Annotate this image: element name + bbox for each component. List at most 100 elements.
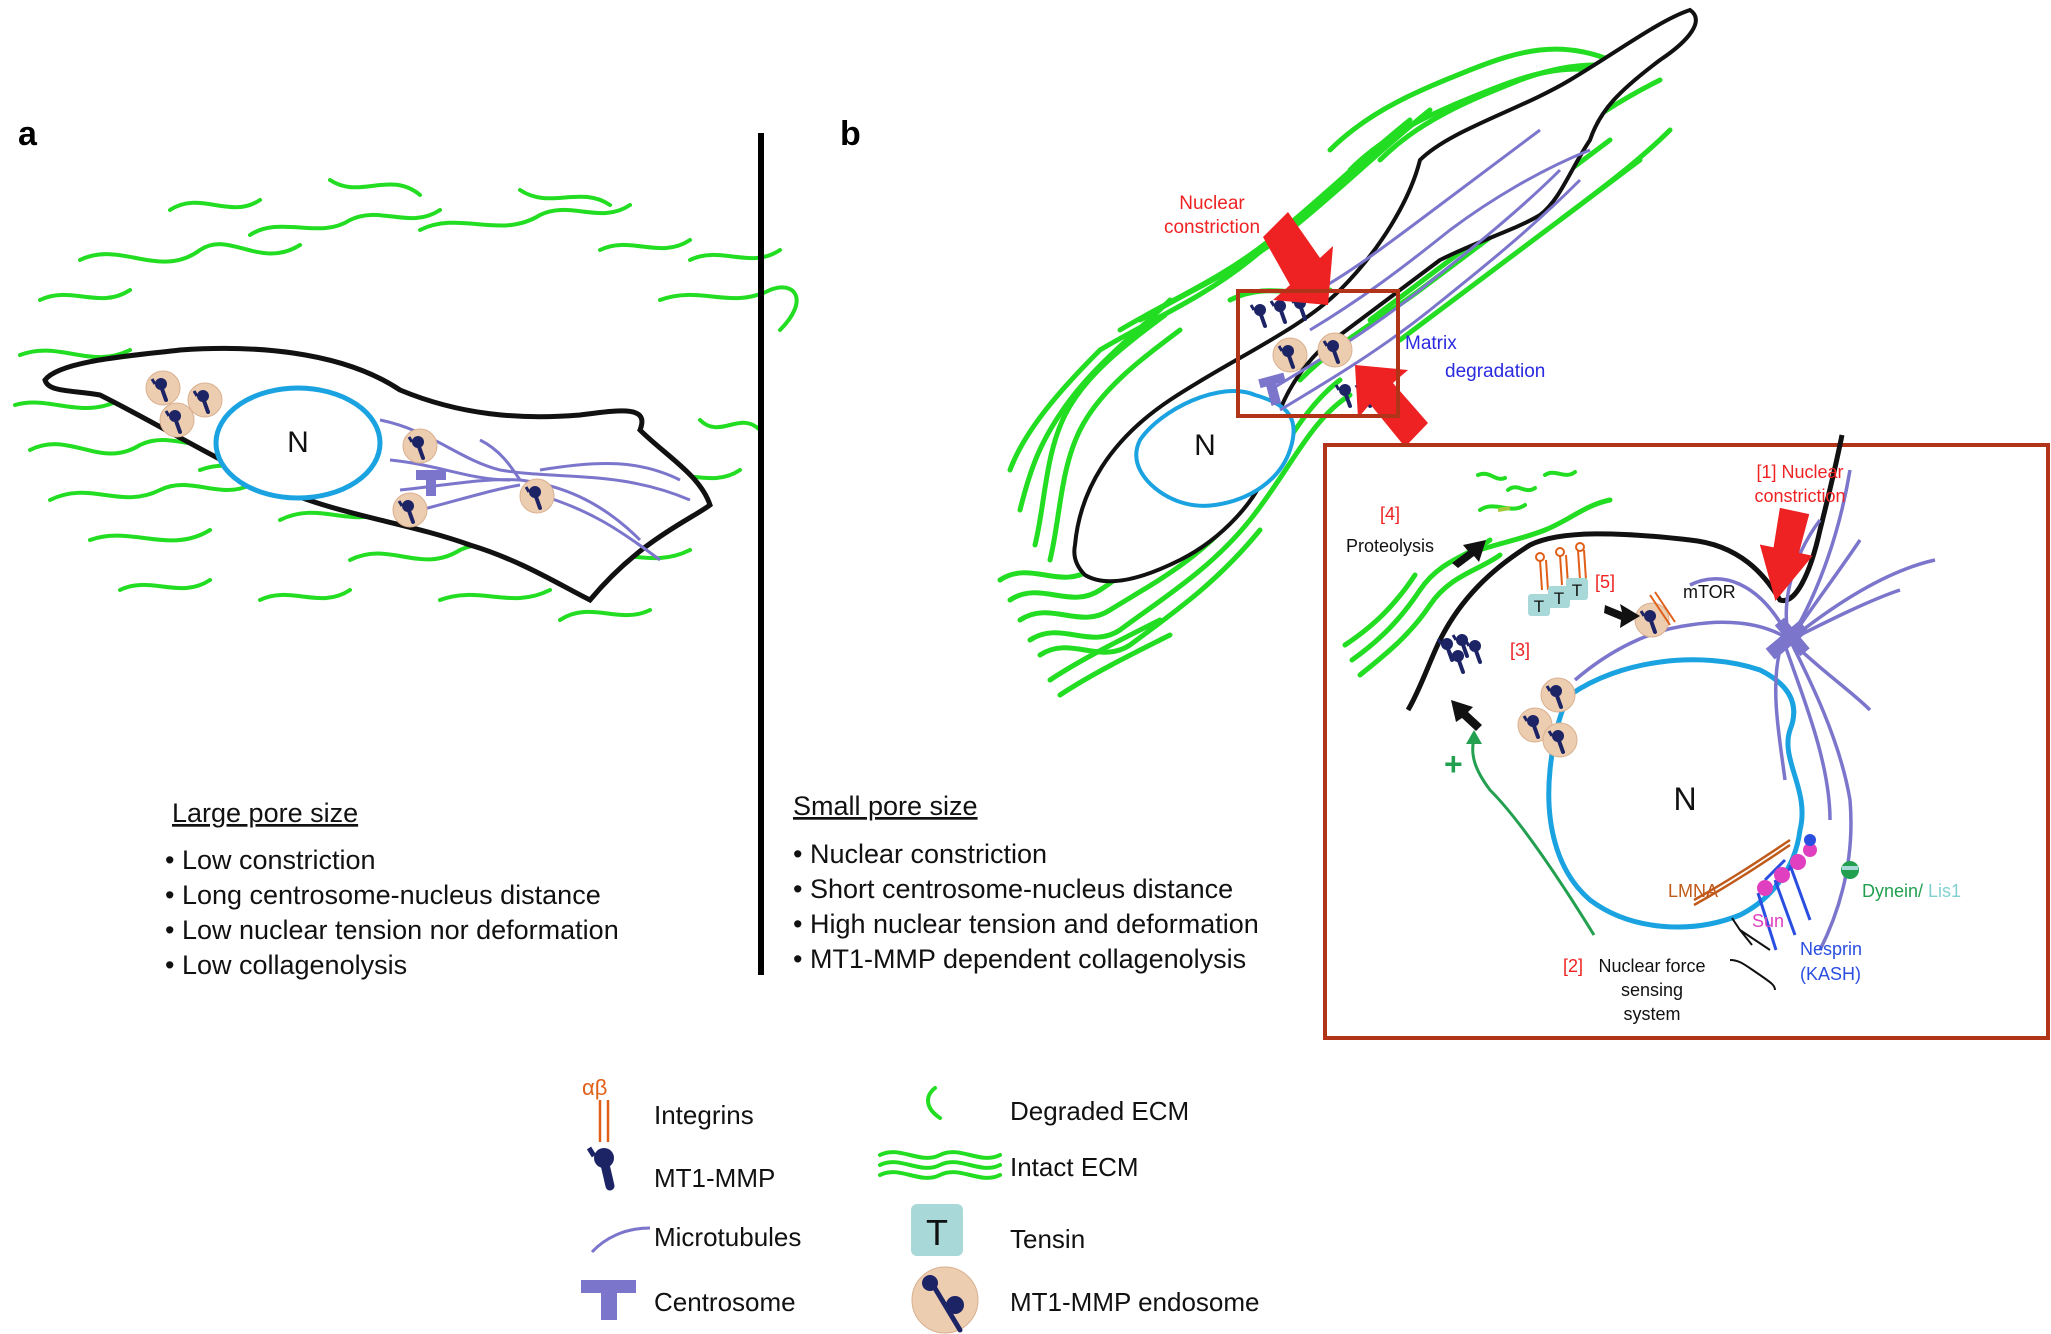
force-system-label: system: [1623, 1004, 1680, 1024]
panel-b-endosome: [1273, 338, 1307, 372]
mt1-mmp-icon: [589, 1148, 614, 1186]
tensin-icon-letter: T: [926, 1212, 948, 1253]
nesprin-label: Nesprin: [1800, 939, 1862, 959]
panel-b-mmp: [1269, 298, 1288, 324]
inset-bracket: [1729, 917, 1776, 991]
panel-a-cell-outline: [42, 345, 713, 604]
inset-degraded-ecm: [1476, 470, 1577, 512]
panel-b-mmp: [1249, 302, 1268, 328]
intact-ecm-icon: [878, 1150, 1002, 1180]
panel-a-endosome: [403, 429, 437, 463]
legend-endosome: MT1-MMP endosome: [1010, 1287, 1260, 1317]
panel-b-matrix-degradation: degradation: [1445, 361, 1545, 382]
panel-b-endosome: [1318, 333, 1352, 367]
panel-b-nuclear-constriction: constriction: [1164, 217, 1260, 238]
panel-b-ecm-fibers: [997, 46, 1673, 698]
panel-b: N: [997, 7, 1698, 698]
inset-feedback-arrow: [1471, 737, 1596, 936]
nesprin-label: (KASH): [1800, 964, 1861, 984]
panel-a-nucleus: [213, 385, 383, 501]
proteolysis-label: Proteolysis: [1346, 536, 1434, 556]
lis1-label: Lis1: [1928, 881, 1961, 901]
inset-tensin-letter: T: [1572, 581, 1582, 600]
panel-b-summary: Small pore size • Nuclear constriction •…: [793, 791, 1259, 974]
integrins-icon: [598, 1100, 610, 1142]
inset-linc-complex: [1693, 834, 1859, 951]
panel-b-microtubules: [1269, 128, 1591, 412]
plus-sign: +: [1444, 746, 1463, 782]
centrosome-icon: [581, 1280, 636, 1320]
inset-integrins: [1535, 542, 1676, 626]
legend-integrins-symbol: αβ: [582, 1075, 607, 1100]
panel-a-nucleus-label: N: [287, 426, 309, 459]
inset-tensin-letter: T: [1534, 597, 1544, 616]
legend-microtubules: Microtubules: [654, 1222, 801, 1252]
panel-a-bullet: • Low collagenolysis: [165, 950, 407, 980]
panel-b-callouts: Nuclear constriction Matrix degradation: [1164, 193, 1545, 382]
panel-b-heading: Small pore size: [793, 791, 978, 821]
step2-label: [2]: [1563, 956, 1583, 976]
panel-b-constriction-arrow-bottom: [1355, 365, 1428, 447]
inset-nucleus-label: N: [1673, 781, 1696, 817]
panel-b-zoom-box: [1236, 289, 1400, 418]
inset-tensin: T T T: [1528, 578, 1588, 616]
mt1-mmp-endosome-icon: [911, 1266, 979, 1334]
panel-a-centrosome: [416, 470, 446, 496]
panel-b-bullet: • MT1-MMP dependent collagenolysis: [793, 944, 1246, 974]
inset-black-arrows: [1451, 540, 1640, 731]
panel-b-matrix-degradation: Matrix: [1405, 333, 1457, 354]
step4-label: [4]: [1380, 504, 1400, 524]
panel-a-endosome: [520, 479, 554, 513]
force-system-label: Nuclear force: [1598, 956, 1705, 976]
panel-a-heading: Large pore size: [172, 798, 358, 828]
panel-a-bullet: • Long centrosome-nucleus distance: [165, 880, 601, 910]
inset-centrosome: [1765, 617, 1810, 660]
inset-feedback-arrowhead: [1466, 730, 1482, 744]
inset-membrane: [1405, 434, 1845, 712]
panel-a-endosome: [160, 403, 194, 437]
panel-a-summary: Large pore size • Low constriction • Lon…: [165, 798, 619, 980]
dynein-label: Dynein/: [1862, 881, 1923, 901]
legend: αβ Integrins MT1-MMP Microtubules Centro…: [581, 1075, 1260, 1334]
degraded-ecm-icon: [926, 1086, 942, 1120]
legend-degraded-ecm: Degraded ECM: [1010, 1096, 1189, 1126]
legend-centrosome: Centrosome: [654, 1287, 796, 1317]
step5-label: [5]: [1595, 572, 1615, 592]
panel-a-bullet: • Low constriction: [165, 845, 376, 875]
panel-b-nuclear-constriction: Nuclear: [1179, 193, 1245, 214]
inset-endosome: [1543, 723, 1577, 757]
legend-integrins: Integrins: [654, 1100, 754, 1130]
panel-a-bullet: • Low nuclear tension nor deformation: [165, 915, 619, 945]
panel-a-endosome: [188, 383, 222, 417]
mtor-label: mTOR: [1683, 582, 1736, 602]
panel-b-nucleus-label: N: [1194, 429, 1216, 462]
inset-nuclear-constriction-arrow: [1759, 507, 1813, 601]
panel-b-bullet: • Nuclear constriction: [793, 839, 1047, 869]
panel-a-endosome: [393, 493, 427, 527]
inset-tensin-letter: T: [1554, 589, 1564, 608]
legend-intact-ecm: Intact ECM: [1010, 1152, 1139, 1182]
legend-tensin: Tensin: [1010, 1224, 1085, 1254]
inset-fragment: [1497, 506, 1511, 512]
panel-b-label: b: [840, 115, 861, 153]
step3-label: [3]: [1510, 640, 1530, 660]
microtubule-icon: [590, 1226, 651, 1254]
lmna-label: LMNA: [1668, 881, 1718, 901]
panel-a-endosome: [146, 371, 180, 405]
panel-a: N: [13, 178, 799, 622]
tensin-icon: [911, 1204, 963, 1256]
force-system-label: sensing: [1621, 980, 1683, 1000]
step1-label: constriction: [1754, 486, 1845, 506]
inset-mtor-endosome: [1635, 603, 1669, 637]
sun-label: Sun: [1752, 911, 1784, 931]
step1-label: [1] Nuclear: [1756, 462, 1843, 482]
inset-labels: [1] Nuclear constriction [4] Proteolysis…: [1346, 462, 1961, 1024]
panel-b-constriction-arrow-top: [1263, 212, 1333, 305]
panel-b-bullet: • Short centrosome-nucleus distance: [793, 874, 1233, 904]
panel-b-bullet: • High nuclear tension and deformation: [793, 909, 1259, 939]
inset-endosome: [1541, 678, 1575, 712]
legend-mt1mmp: MT1-MMP: [654, 1163, 775, 1193]
panel-a-label: a: [18, 115, 38, 153]
panel-b-centrosome: [1258, 372, 1286, 406]
